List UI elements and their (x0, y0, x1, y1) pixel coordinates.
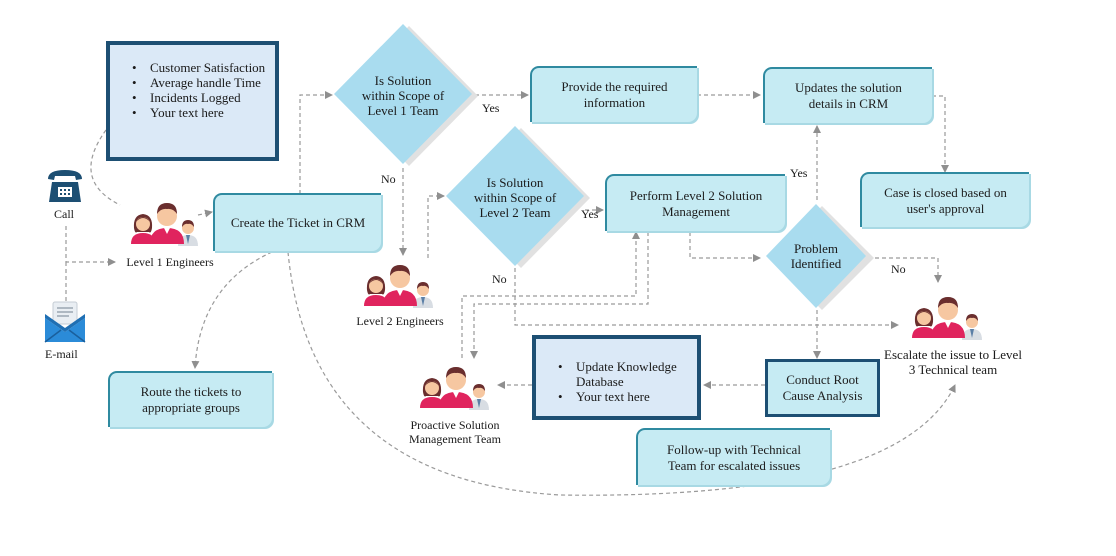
scope-l1-decision-text: Is Solution within Scope of Level 1 Team (343, 72, 463, 118)
provide-info-line1: Provide the required (561, 79, 668, 94)
connector-ticket-to-scope1 (299, 91, 333, 194)
case-closed-line2: user's approval (906, 200, 985, 216)
scope-l1-line3: Level 1 Team (367, 102, 439, 118)
problem-line2: Identified (790, 256, 842, 271)
connector-problem-no (868, 257, 942, 283)
knowledge-item: Your text here (558, 389, 693, 404)
email-label: E-mail (45, 347, 78, 361)
perform-l2-line2: Management (662, 203, 730, 219)
l1-yes-label: Yes (482, 101, 500, 115)
call-label: Call (54, 207, 74, 221)
mail-icon (44, 301, 86, 343)
perform-l2-box: Perform Level 2 Solution Management (605, 174, 785, 231)
level2-engineers-label: Level 2 Engineers (356, 314, 444, 328)
diamond-scope-l2 (446, 126, 584, 266)
problem-decision-text: Problem Identified (771, 240, 861, 272)
scope-l1-line2: within Scope of (361, 87, 445, 103)
phone-icon (48, 170, 82, 202)
scope-l2-decision-text: Is Solution within Scope of Level 2 Team (455, 174, 575, 220)
update-crm-line2: details in CRM (808, 96, 889, 111)
root-cause-line2: Cause Analysis (782, 388, 863, 403)
root-cause-line1: Conduct Root (786, 372, 859, 387)
metrics-item: Average handle Time (132, 75, 271, 90)
problem-line1: Problem (793, 241, 839, 256)
diamond-problem (766, 204, 866, 308)
metrics-item: Your text here (132, 105, 271, 120)
provide-info-box: Provide the required information (530, 66, 697, 122)
connectors (65, 91, 956, 496)
escalate-team-label: Escalate the issue to Level 3 Technical … (873, 347, 1033, 377)
connector-update-to-closed (932, 95, 949, 173)
metrics-item: Customer Satisfaction (132, 60, 271, 75)
case-closed-box: Case is closed based on user's approval (860, 172, 1029, 227)
level2-engineers-icon (364, 265, 433, 308)
scope-l2-line2: within Scope of (473, 189, 557, 205)
route-tickets-line1: Route the tickets to (140, 384, 242, 399)
update-crm-line1: Updates the solution (795, 80, 902, 95)
escalate-team-icon (912, 297, 982, 340)
l2-yes-label: Yes (581, 207, 599, 221)
connector-level2-to-scope2 (427, 192, 445, 258)
level1-engineers-label: Level 1 Engineers (126, 255, 214, 269)
l1-no-label: No (381, 172, 396, 186)
create-ticket-text: Create the Ticket in CRM (230, 215, 366, 230)
problem-no-label: No (891, 262, 906, 276)
follow-up-line1: Follow-up with Technical (667, 441, 801, 457)
proactive-line2: Management Team (409, 432, 501, 446)
connector-ticket-to-route (191, 251, 273, 369)
connector-perform-to-proactive (470, 232, 649, 359)
escalate-line1: Escalate the issue to Level (884, 347, 1022, 362)
knowledge-panel: Update Knowledge Database Your text here (532, 335, 701, 420)
connector-proactive-to-perform (461, 231, 640, 358)
scope-l2-line3: Level 2 Team (479, 204, 551, 220)
route-tickets-line2: appropriate groups (142, 400, 240, 415)
connector-panel-to-level1 (90, 129, 121, 206)
metrics-panel: Customer Satisfaction Average handle Tim… (106, 41, 279, 161)
proactive-line1: Proactive Solution (410, 418, 500, 432)
follow-up-box: Follow-up with Technical Team for escala… (636, 428, 830, 485)
route-tickets-box: Route the tickets to appropriate groups (108, 371, 272, 427)
follow-up-line2: Team for escalated issues (667, 457, 801, 473)
scope-l1-line1: Is Solution (374, 72, 432, 88)
connector-scope2-no (514, 268, 899, 329)
connector-perform-to-problem (689, 232, 761, 262)
l2-no-label: No (492, 272, 507, 286)
knowledge-item: Update Knowledge Database (558, 359, 693, 389)
decision-diamonds (334, 24, 874, 310)
proactive-team-icon (420, 367, 489, 410)
scope-l2-line1: Is Solution (486, 174, 544, 190)
metrics-item: Incidents Logged (132, 90, 271, 105)
problem-yes-label: Yes (790, 166, 808, 180)
provide-info-line2: information (583, 95, 646, 110)
proactive-team-label: Proactive Solution Management Team (385, 418, 525, 446)
diamond-scope-l1 (334, 24, 472, 164)
root-cause-box: Conduct Root Cause Analysis (765, 359, 880, 417)
perform-l2-line1: Perform Level 2 Solution (629, 187, 763, 203)
level1-engineers-icon (131, 203, 198, 246)
case-closed-line1: Case is closed based on (884, 184, 1007, 200)
connector-ticket-to-escalate (287, 251, 956, 496)
connector-level1-to-ticket (197, 209, 213, 218)
create-ticket-box: Create the Ticket in CRM (213, 193, 381, 251)
update-crm-box: Updates the solution details in CRM (763, 67, 932, 123)
escalate-line2: 3 Technical team (908, 362, 998, 377)
